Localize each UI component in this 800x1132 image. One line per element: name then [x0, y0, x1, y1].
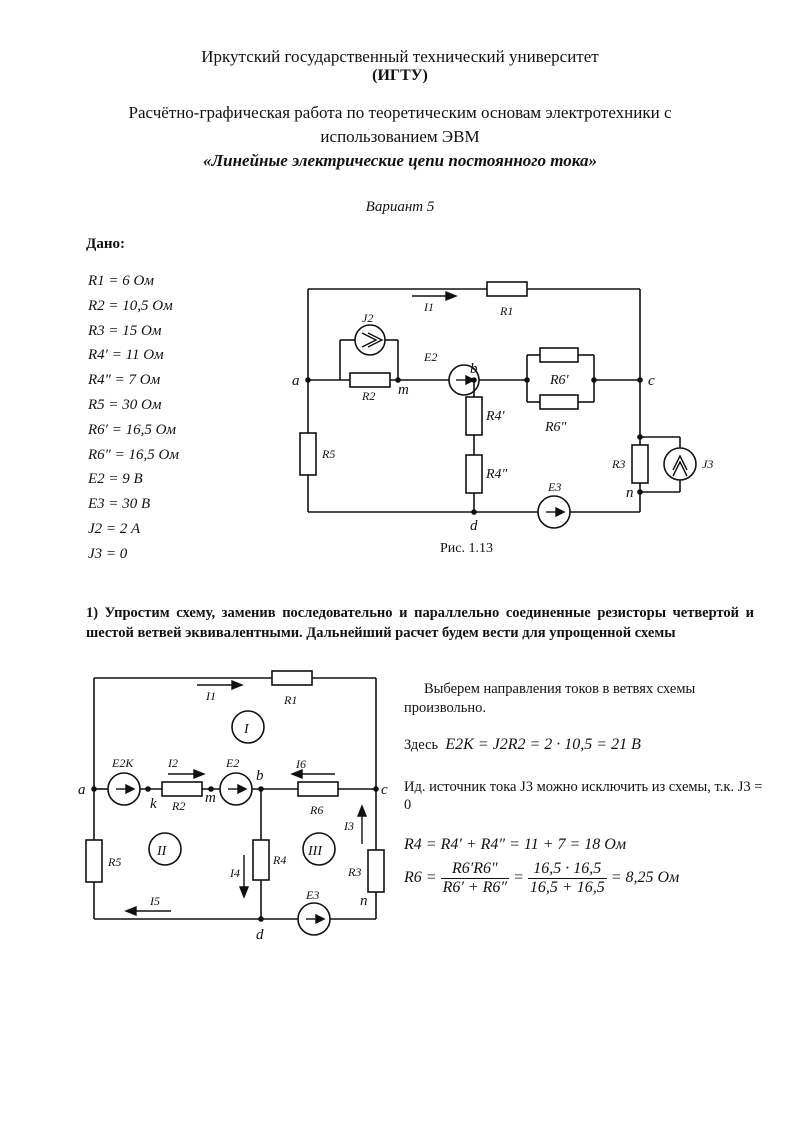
- resistor-r4b: [465, 454, 483, 494]
- loop-i-label: I: [243, 722, 250, 737]
- j3-exclusion-text: Ид. источник тока J3 можно исключить из …: [404, 779, 763, 813]
- r6-eq: =: [513, 869, 524, 887]
- i4-label: I4: [229, 866, 240, 880]
- given-item: R4″ = 7 Ом: [88, 372, 161, 389]
- loop-ii-label: II: [156, 844, 168, 859]
- node-m2-label: m: [205, 790, 216, 806]
- resistor-r3: [631, 444, 649, 484]
- node-k-label: k: [150, 796, 157, 812]
- node-n-label: n: [626, 485, 634, 501]
- node-a-label: a: [292, 373, 300, 389]
- node-c2-label: c: [381, 782, 388, 798]
- r6-formula: R6 = R6′R6″ R6′ + R6″ = 16,5 · 16,5 16,5…: [404, 860, 764, 897]
- i6-label: I6: [295, 757, 306, 771]
- r6-lhs: R6 =: [404, 869, 437, 887]
- i3-label: I3: [343, 819, 354, 833]
- r4-2-label: R4: [272, 853, 286, 867]
- resistor-r5: [299, 432, 317, 476]
- current-source-j3: [663, 447, 697, 481]
- node-d-label: d: [470, 518, 478, 534]
- resistor-r4-simplified: [252, 839, 270, 881]
- e2k-prefix: Здесь: [404, 737, 439, 753]
- resistor-r2: [349, 372, 391, 388]
- resistor-r1-simplified: [271, 670, 313, 686]
- resistor-r6b: [539, 394, 579, 410]
- j2-label: J2: [362, 311, 373, 325]
- e3-label: E3: [547, 480, 561, 494]
- r6-fraction-symbolic: R6′R6″ R6′ + R6″: [440, 860, 510, 897]
- r3-2-label: R3: [347, 865, 361, 879]
- i2-label: I2: [167, 756, 178, 770]
- figure-caption: Рис. 1.13: [440, 541, 493, 556]
- current-i1-label: I1: [423, 300, 434, 314]
- loop-iii-label: III: [307, 844, 323, 859]
- node-m-label: m: [398, 382, 409, 398]
- node-d2-label: d: [256, 927, 264, 943]
- r6a-label: R6′: [549, 373, 570, 388]
- r6-num-symbolic: R6′R6″: [440, 860, 510, 879]
- r6-den-numeric: 16,5 + 16,5: [529, 879, 605, 896]
- given-item: E2 = 9 В: [88, 471, 143, 488]
- e2-label: E2: [423, 350, 437, 364]
- r4a-label: R4′: [485, 409, 506, 424]
- node-a2-label: a: [78, 782, 86, 798]
- r1-label: R1: [499, 304, 513, 318]
- e2k-formula-line: Здесь E2K = J2R2 = 2 · 10,5 = 21 В: [404, 736, 764, 754]
- j3-label: J3: [702, 457, 713, 471]
- r4b-label: R4″: [485, 467, 508, 482]
- r2-label: R2: [361, 389, 375, 403]
- node-b2-label: b: [256, 768, 264, 784]
- resistor-r1: [486, 281, 528, 297]
- work-title-line1: Расчётно-графическая работа по теоретиче…: [128, 103, 672, 122]
- e3-2-label: E3: [305, 888, 319, 902]
- given-item: R3 = 15 Ом: [88, 322, 162, 339]
- university-name: Иркутский государственный технический ун…: [201, 47, 599, 66]
- r3-label: R3: [611, 457, 625, 471]
- resistor-r4a: [465, 396, 483, 436]
- r5-label: R5: [321, 447, 335, 461]
- r2-2-label: R2: [171, 799, 185, 813]
- given-item: J2 = 2 А: [88, 520, 141, 537]
- given-title: Дано:: [86, 236, 125, 252]
- given-list: R1 = 6 Ом R2 = 10,5 Ом R3 = 15 Ом R4′ = …: [88, 269, 248, 567]
- given-item: R6′ = 16,5 Ом: [88, 421, 176, 438]
- university-abbr: (ИГТУ): [372, 67, 428, 84]
- r4-formula: R4 = R4′ + R4″ = 11 + 7 = 18 Ом: [404, 836, 627, 853]
- given-item: R2 = 10,5 Ом: [88, 297, 173, 314]
- r6b-label: R6″: [544, 420, 567, 435]
- r6-2-label: R6: [309, 803, 323, 817]
- i5-label: I5: [149, 894, 160, 908]
- resistor-r6-simplified: [297, 781, 339, 797]
- resistor-r5-simplified: [85, 839, 103, 883]
- e2k-label: E2K: [111, 756, 134, 770]
- e2k-formula: E2K = J2R2 = 2 · 10,5 = 21 В: [445, 736, 641, 753]
- r5-2-label: R5: [107, 855, 121, 869]
- e2-2-label: E2: [225, 756, 239, 770]
- given-item: R1 = 6 Ом: [88, 273, 154, 289]
- resistor-r6a: [539, 347, 579, 363]
- r6-rhs: = 8,25 Ом: [610, 869, 680, 887]
- i1-label: I1: [205, 689, 216, 703]
- resistor-r2-simplified: [161, 781, 203, 797]
- node-b-label: b: [470, 361, 478, 377]
- r6-fraction-numeric: 16,5 · 16,5 16,5 + 16,5: [527, 860, 607, 897]
- given-item: J3 = 0: [88, 545, 128, 562]
- given-item: R6″ = 16,5 Ом: [88, 446, 179, 463]
- given-item: R4′ = 11 Ом: [88, 347, 164, 364]
- node-n2-label: n: [360, 893, 368, 909]
- node-c-label: c: [648, 373, 655, 389]
- currents-direction-text: Выберем направления токов в ветвях схемы…: [404, 681, 696, 716]
- work-topic: «Линейные электрические цепи постоянного…: [203, 151, 597, 170]
- work-title-line2: использованием ЭВМ: [320, 127, 480, 146]
- r6-den-symbolic: R6′ + R6″: [442, 879, 508, 896]
- given-item: R5 = 30 Ом: [88, 396, 162, 413]
- resistor-r3-simplified: [367, 849, 385, 893]
- given-item: E3 = 30 В: [88, 496, 151, 513]
- variant: Вариант 5: [365, 199, 435, 215]
- step-1-text: 1) Упростим схему, заменив последователь…: [86, 605, 754, 641]
- r6-num-numeric: 16,5 · 16,5: [527, 860, 607, 879]
- r1-2-label: R1: [283, 693, 297, 707]
